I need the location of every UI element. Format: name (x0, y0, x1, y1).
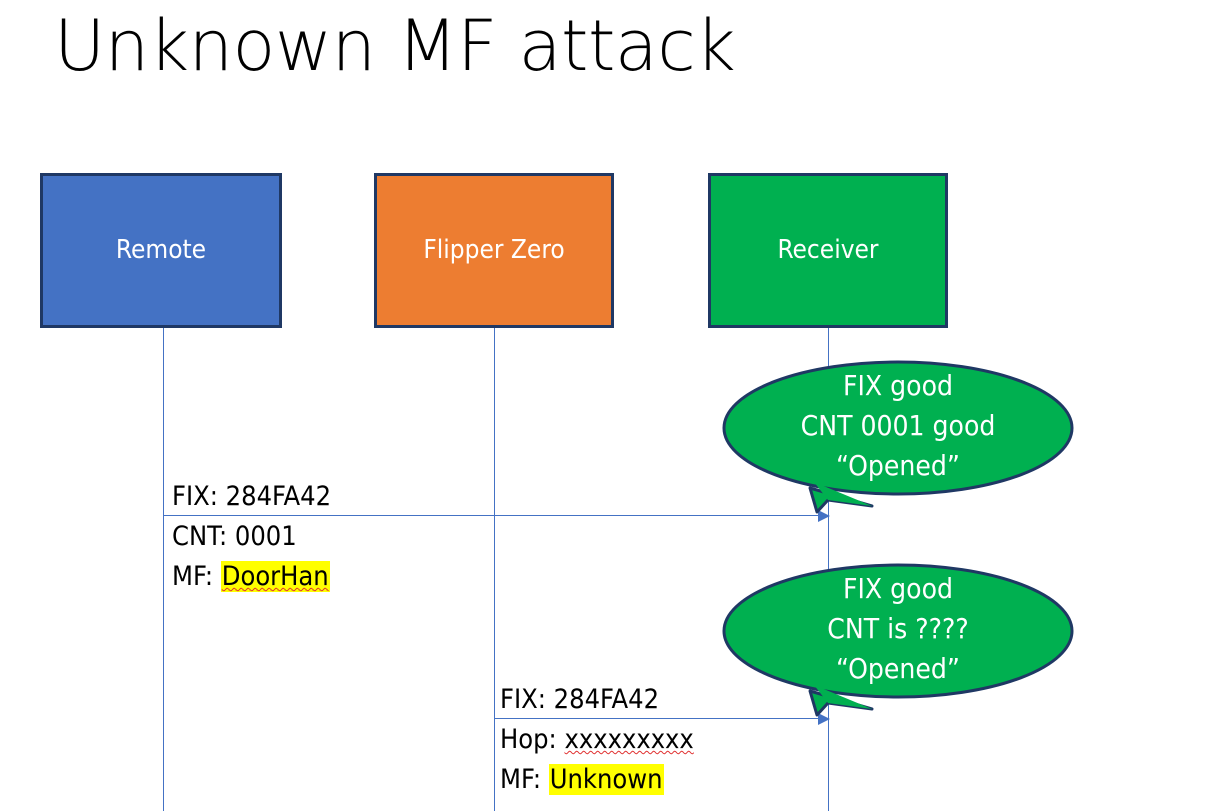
message-arrow-1-shaft (163, 515, 829, 516)
message-2-line-fix: FIX: 284FA42 (500, 684, 660, 715)
message-2-line-hop: Hop: xxxxxxxxx (500, 720, 694, 760)
actor-box-flipper[interactable]: Flipper Zero (374, 173, 614, 328)
message-2-line-mf: MF: Unknown (500, 760, 694, 800)
message-arrow-1 (163, 509, 830, 523)
message-2-hop-value: xxxxxxxxx (564, 724, 694, 755)
message-2-mf-value: Unknown (548, 764, 664, 795)
actor-box-receiver[interactable]: Receiver (708, 173, 948, 328)
message-2-hop-prefix: Hop: (500, 724, 565, 755)
message-1-mf-value: DoorHan (220, 561, 330, 592)
actor-label-flipper: Flipper Zero (423, 235, 565, 266)
message-label-2: FIX: 284FA42 Hop: xxxxxxxxx MF: Unknown (500, 680, 694, 800)
message-arrow-2 (494, 712, 830, 726)
actor-label-remote: Remote (115, 235, 207, 266)
lifeline-remote (163, 328, 164, 811)
message-2-mf-prefix: MF: (500, 764, 549, 795)
speech-bubble-receiver-2[interactable]: FIX good CNT is ???? “Opened” (722, 563, 1074, 723)
message-arrow-2-shaft (494, 718, 829, 719)
speech-bubble-receiver-1[interactable]: FIX good CNT 0001 good “Opened” (722, 360, 1074, 520)
message-1-line-cnt: CNT: 0001 (172, 521, 297, 552)
speech-bubble-1-shape (722, 360, 1074, 514)
message-label-1: FIX: 284FA42 CNT: 0001 MF: DoorHan (172, 477, 331, 597)
message-arrow-2-head (818, 713, 830, 725)
message-1-line-mf: MF: DoorHan (172, 557, 331, 597)
speech-bubble-2-shape (722, 563, 1074, 717)
message-arrow-1-head (818, 510, 830, 522)
page-title: Unknown MF attack (54, 5, 736, 87)
lifeline-flipper (494, 328, 495, 811)
actor-label-receiver: Receiver (777, 235, 879, 266)
actor-box-remote[interactable]: Remote (40, 173, 282, 328)
message-1-mf-prefix: MF: (172, 561, 221, 592)
message-1-line-fix: FIX: 284FA42 (172, 481, 332, 512)
